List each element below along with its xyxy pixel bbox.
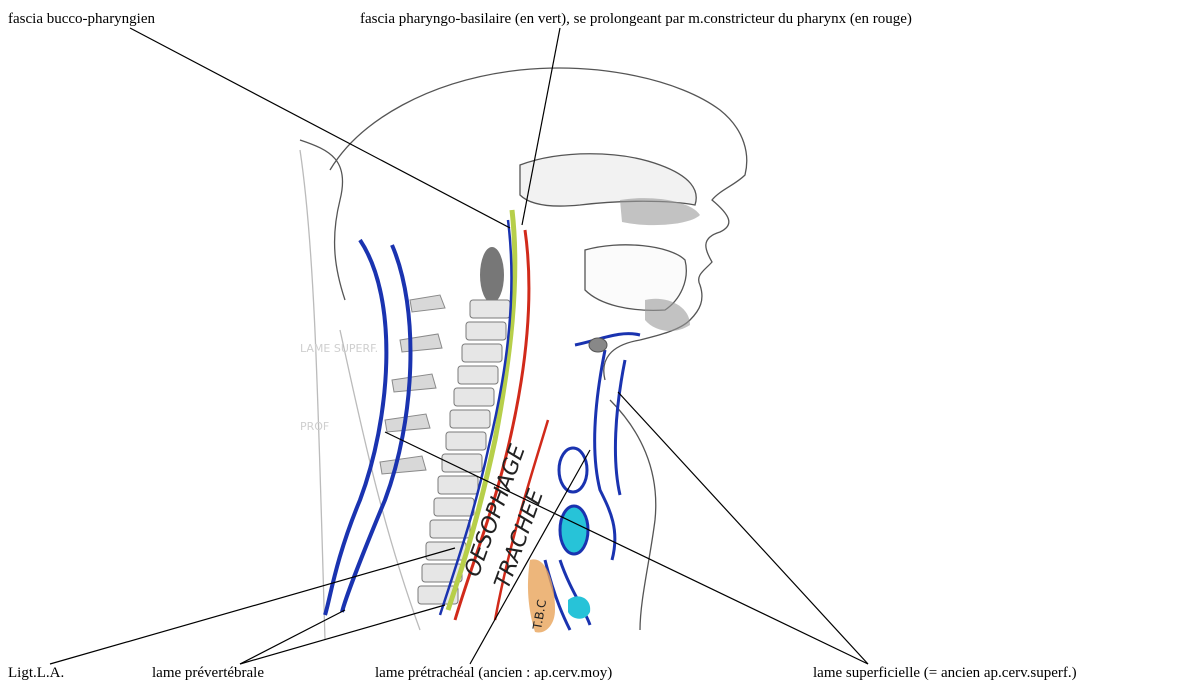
leader-prevert-2 xyxy=(240,605,445,664)
leader-prevert-1 xyxy=(240,610,345,664)
leader-superf-2 xyxy=(618,392,868,664)
hyoid-bone xyxy=(589,338,607,352)
faint-text-prof: PROF xyxy=(300,420,329,433)
faint-text-superf: LAME SUPERF. xyxy=(300,342,378,355)
thyroid-cyan xyxy=(568,596,590,618)
anterior-blue-structures xyxy=(545,334,640,630)
spinous-processes xyxy=(380,295,445,474)
leader-bucco xyxy=(130,28,510,228)
leader-ligt xyxy=(50,548,455,664)
